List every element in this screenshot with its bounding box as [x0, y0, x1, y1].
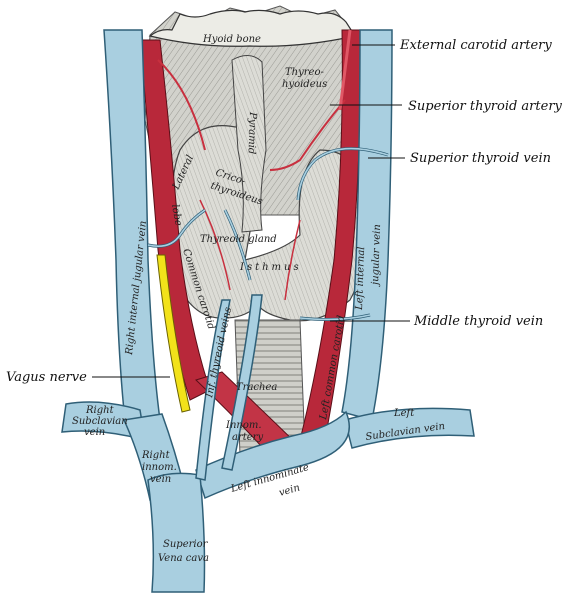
small-veins-fill: [147, 147, 389, 321]
label-right-subclavian-vein-2: Subclavian: [72, 416, 128, 427]
label-left-internal-jugular-vein-1: Left internal: [354, 246, 367, 311]
pyramid-lobe: [231, 55, 267, 233]
label-external-carotid-artery: External carotid artery: [399, 38, 552, 53]
external-carotid-artery: [338, 29, 352, 111]
label-thyreoid-gland: Thyreoid gland: [200, 234, 277, 245]
label-left-innominate-vein-2: vein: [278, 482, 301, 498]
veins: [61, 29, 475, 593]
label-superior-vena-cava-1: Superior: [163, 539, 209, 550]
label-right-subclavian-vein-3: vein: [84, 427, 105, 438]
label-pyramid: Pyramid: [246, 111, 259, 155]
label-left-subclavian-vein-1: Left: [393, 408, 415, 419]
label-thyreohyoideus-2: hyoideus: [282, 79, 327, 90]
left-innominate-vein: [195, 410, 351, 500]
label-right-innom-vein-3: vein: [150, 474, 171, 485]
label-thyreohyoideus-1: Thyreo-: [285, 67, 324, 78]
label-superior-thyroid-vein: Superior thyroid vein: [410, 151, 551, 166]
label-trachea: Trachea: [236, 382, 277, 393]
label-isthmus: Isthmus: [239, 262, 302, 273]
left-subclavian-vein: [344, 407, 475, 449]
label-innom-artery-2: artery: [232, 432, 263, 443]
label-middle-thyroid-vein: Middle thyroid vein: [413, 314, 543, 329]
vagus-nerve: [156, 254, 191, 413]
superior-thyroid-artery-right: [157, 59, 206, 151]
right-common-carotid-artery: [139, 39, 211, 401]
label-hyoid-bone: Hyoid bone: [202, 34, 261, 45]
leader-lines: [92, 44, 410, 378]
inf-thyroid-vein-1: [195, 299, 231, 481]
label-vagus-nerve: Vagus nerve: [6, 370, 87, 385]
hyoid-bone: [148, 9, 356, 47]
label-innom-artery-1: Innom.: [225, 420, 262, 431]
label-superior-vena-cava-2: Vena cava: [158, 553, 209, 564]
superior-vena-cava: [147, 472, 206, 593]
label-lobe: lobe: [169, 204, 184, 227]
label-right-innom-vein-1: Right: [141, 450, 171, 461]
inf-thyroid-vein-2: [221, 294, 263, 471]
label-left-internal-jugular-vein-2: jugular vein: [370, 224, 383, 287]
label-superior-thyroid-artery: Superior thyroid artery: [408, 99, 563, 114]
external-labels: External carotid artery Superior thyroid…: [6, 38, 563, 385]
arteries: [139, 29, 361, 459]
superior-thyroid-artery-left: [269, 99, 346, 171]
label-right-subclavian-vein-1: Right: [85, 405, 115, 416]
label-right-innom-vein-2: innom.: [142, 462, 177, 473]
